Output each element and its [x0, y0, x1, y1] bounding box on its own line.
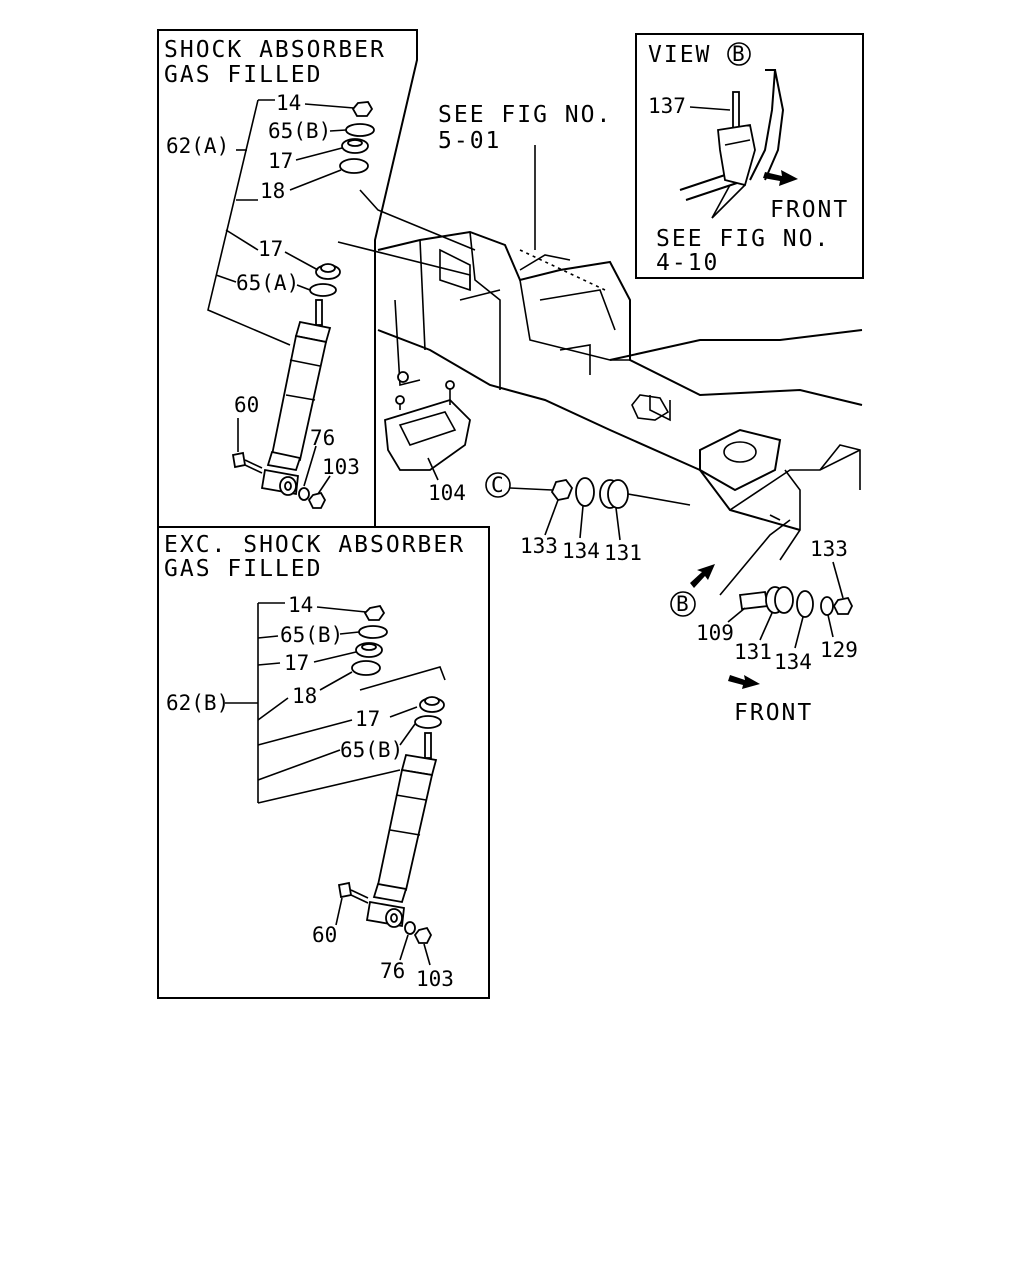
callout-65b2-exc: 65(B) — [340, 738, 403, 762]
callout-76-exc: 76 — [380, 959, 405, 983]
middle-bushing-parts — [509, 477, 691, 509]
callout-131-mid: 131 — [604, 541, 642, 565]
callout-60-gas: 60 — [234, 393, 259, 417]
circle-c-marker — [485, 472, 511, 498]
callout-133-right: 133 — [810, 537, 848, 561]
frame-ref-2: 5-01 — [438, 128, 501, 154]
callout-18-gas: 18 — [260, 179, 285, 203]
callout-133-mid: 133 — [520, 534, 558, 558]
callout-17b-exc: 17 — [355, 707, 380, 731]
callout-104: 104 — [428, 481, 466, 505]
callout-62a: 62(A) — [166, 134, 229, 158]
circle-b-marker — [670, 591, 696, 617]
circle-c-label: C — [491, 473, 504, 497]
callout-109: 109 — [696, 621, 734, 645]
view-title: VIEW — [648, 42, 711, 68]
view-front-label: FRONT — [770, 197, 849, 223]
frame-ref-1: SEE FIG NO. — [438, 102, 612, 128]
frame-drawing — [337, 145, 863, 561]
exc-title-2: GAS FILLED — [164, 556, 322, 582]
right-bushing-parts — [690, 519, 854, 689]
gas-title-1: SHOCK ABSORBER — [164, 37, 386, 63]
callout-103-exc: 103 — [416, 967, 454, 991]
callout-62b: 62(B) — [166, 691, 229, 715]
view-b-box: VIEW B 137 FRONT SEE FIG NO. 4-10 — [635, 33, 864, 279]
callout-65a: 65(A) — [236, 271, 299, 295]
exc-gas-filled-box: EXC. SHOCK ABSORBER GAS FILLED — [157, 526, 490, 999]
callout-60-exc: 60 — [312, 923, 337, 947]
bump-stopper-part — [384, 380, 471, 471]
callout-131-right: 131 — [734, 640, 772, 664]
callout-65b-gas: 65(B) — [268, 119, 331, 143]
callout-76-gas: 76 — [310, 426, 335, 450]
callout-103-gas: 103 — [322, 455, 360, 479]
callout-17b-gas: 17 — [258, 237, 283, 261]
exc-title-1: EXC. SHOCK ABSORBER — [164, 532, 465, 558]
callout-18-exc: 18 — [292, 684, 317, 708]
callout-17-exc: 17 — [284, 651, 309, 675]
callout-134-right: 134 — [774, 650, 812, 674]
callout-14-exc: 14 — [288, 593, 313, 617]
callout-137: 137 — [648, 94, 686, 118]
front-label: FRONT — [734, 700, 813, 726]
callout-65b-exc: 65(B) — [280, 623, 343, 647]
view-ref-1: SEE FIG NO. — [656, 226, 830, 252]
view-ref-2: 4-10 — [656, 250, 719, 276]
callout-134-mid: 134 — [562, 539, 600, 563]
view-circle-label: B — [732, 42, 745, 66]
gas-filled-box: SHOCK ABSORBER GAS FILLED — [157, 29, 418, 528]
gas-title-2: GAS FILLED — [164, 62, 322, 88]
circle-b-label: B — [676, 592, 689, 616]
callout-129: 129 — [820, 638, 858, 662]
callout-17-gas: 17 — [268, 149, 293, 173]
callout-14-gas: 14 — [276, 91, 301, 115]
